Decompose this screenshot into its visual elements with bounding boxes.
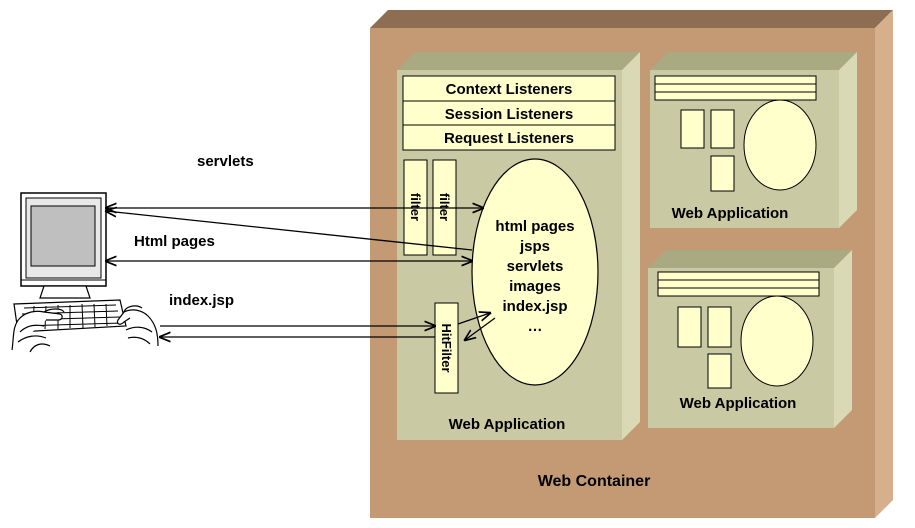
container-top-face <box>370 10 893 28</box>
index-jsp-label: index.jsp <box>169 292 234 309</box>
right-hand <box>116 305 159 347</box>
arrow-resources-to-hitfilter <box>465 317 496 340</box>
resource-html-pages: html pages <box>495 218 574 235</box>
resource-jsps: jsps <box>519 238 550 255</box>
app3-side-face <box>834 250 852 428</box>
request-listeners-label: Request Listeners <box>444 130 574 147</box>
app2-side-face <box>839 52 857 228</box>
app2-filter-2 <box>710 109 735 149</box>
main-web-application: Context Listeners Session Listeners Requ… <box>397 52 640 440</box>
filter-label-2: filter <box>437 193 452 221</box>
main-app-label: Web Application <box>449 416 566 433</box>
hitfilter-label: HitFilter <box>439 323 454 372</box>
app2-filter-3 <box>710 155 735 192</box>
filter-label-1: filter <box>408 193 423 221</box>
app2-resources-ellipse <box>743 99 817 191</box>
request-listeners-box <box>402 124 616 151</box>
resources-ellipse <box>471 158 599 386</box>
monitor-screen <box>30 205 96 267</box>
web-application-bottom-right: Web Application <box>648 250 852 428</box>
listeners-stack: Context Listeners Session Listeners Requ… <box>402 75 616 151</box>
resource-index-jsp: index.jsp <box>502 298 567 315</box>
arrow-servlets-response <box>106 211 473 251</box>
app3-label: Web Application <box>680 395 797 412</box>
context-listeners-box <box>402 75 616 102</box>
context-listeners-label: Context Listeners <box>446 81 573 98</box>
app3-filter-2 <box>707 306 732 348</box>
app3-filter-1 <box>677 306 702 348</box>
client-computer-icon <box>11 192 159 353</box>
app2-listener-bar <box>654 75 817 101</box>
web-application-top-right: Web Application <box>650 52 857 228</box>
session-listeners-label: Session Listeners <box>445 106 573 123</box>
connection-arrows <box>106 208 496 340</box>
left-hand <box>11 308 65 353</box>
hitfilter-box <box>434 302 459 394</box>
web-container-label: Web Container <box>538 473 651 490</box>
resource-servlets: servlets <box>507 258 564 275</box>
app3-top-face <box>648 250 852 268</box>
resource-ellipsis: … <box>528 318 543 335</box>
servlets-label: servlets <box>197 153 254 170</box>
app2-filter-1 <box>680 109 705 149</box>
app3-filter-3 <box>707 353 732 389</box>
main-app-top-face <box>397 52 640 70</box>
main-app-side-face <box>622 52 640 440</box>
monitor-stand <box>39 285 91 299</box>
arrow-hitfilter-to-resources <box>457 313 490 325</box>
app3-listener-bar <box>657 271 820 297</box>
container-side-face <box>875 10 893 518</box>
app2-top-face <box>650 52 857 70</box>
app2-label: Web Application <box>672 205 789 222</box>
resource-images: images <box>509 278 561 295</box>
app3-resources-ellipse <box>740 295 814 387</box>
html-pages-label: Html pages <box>134 233 215 250</box>
